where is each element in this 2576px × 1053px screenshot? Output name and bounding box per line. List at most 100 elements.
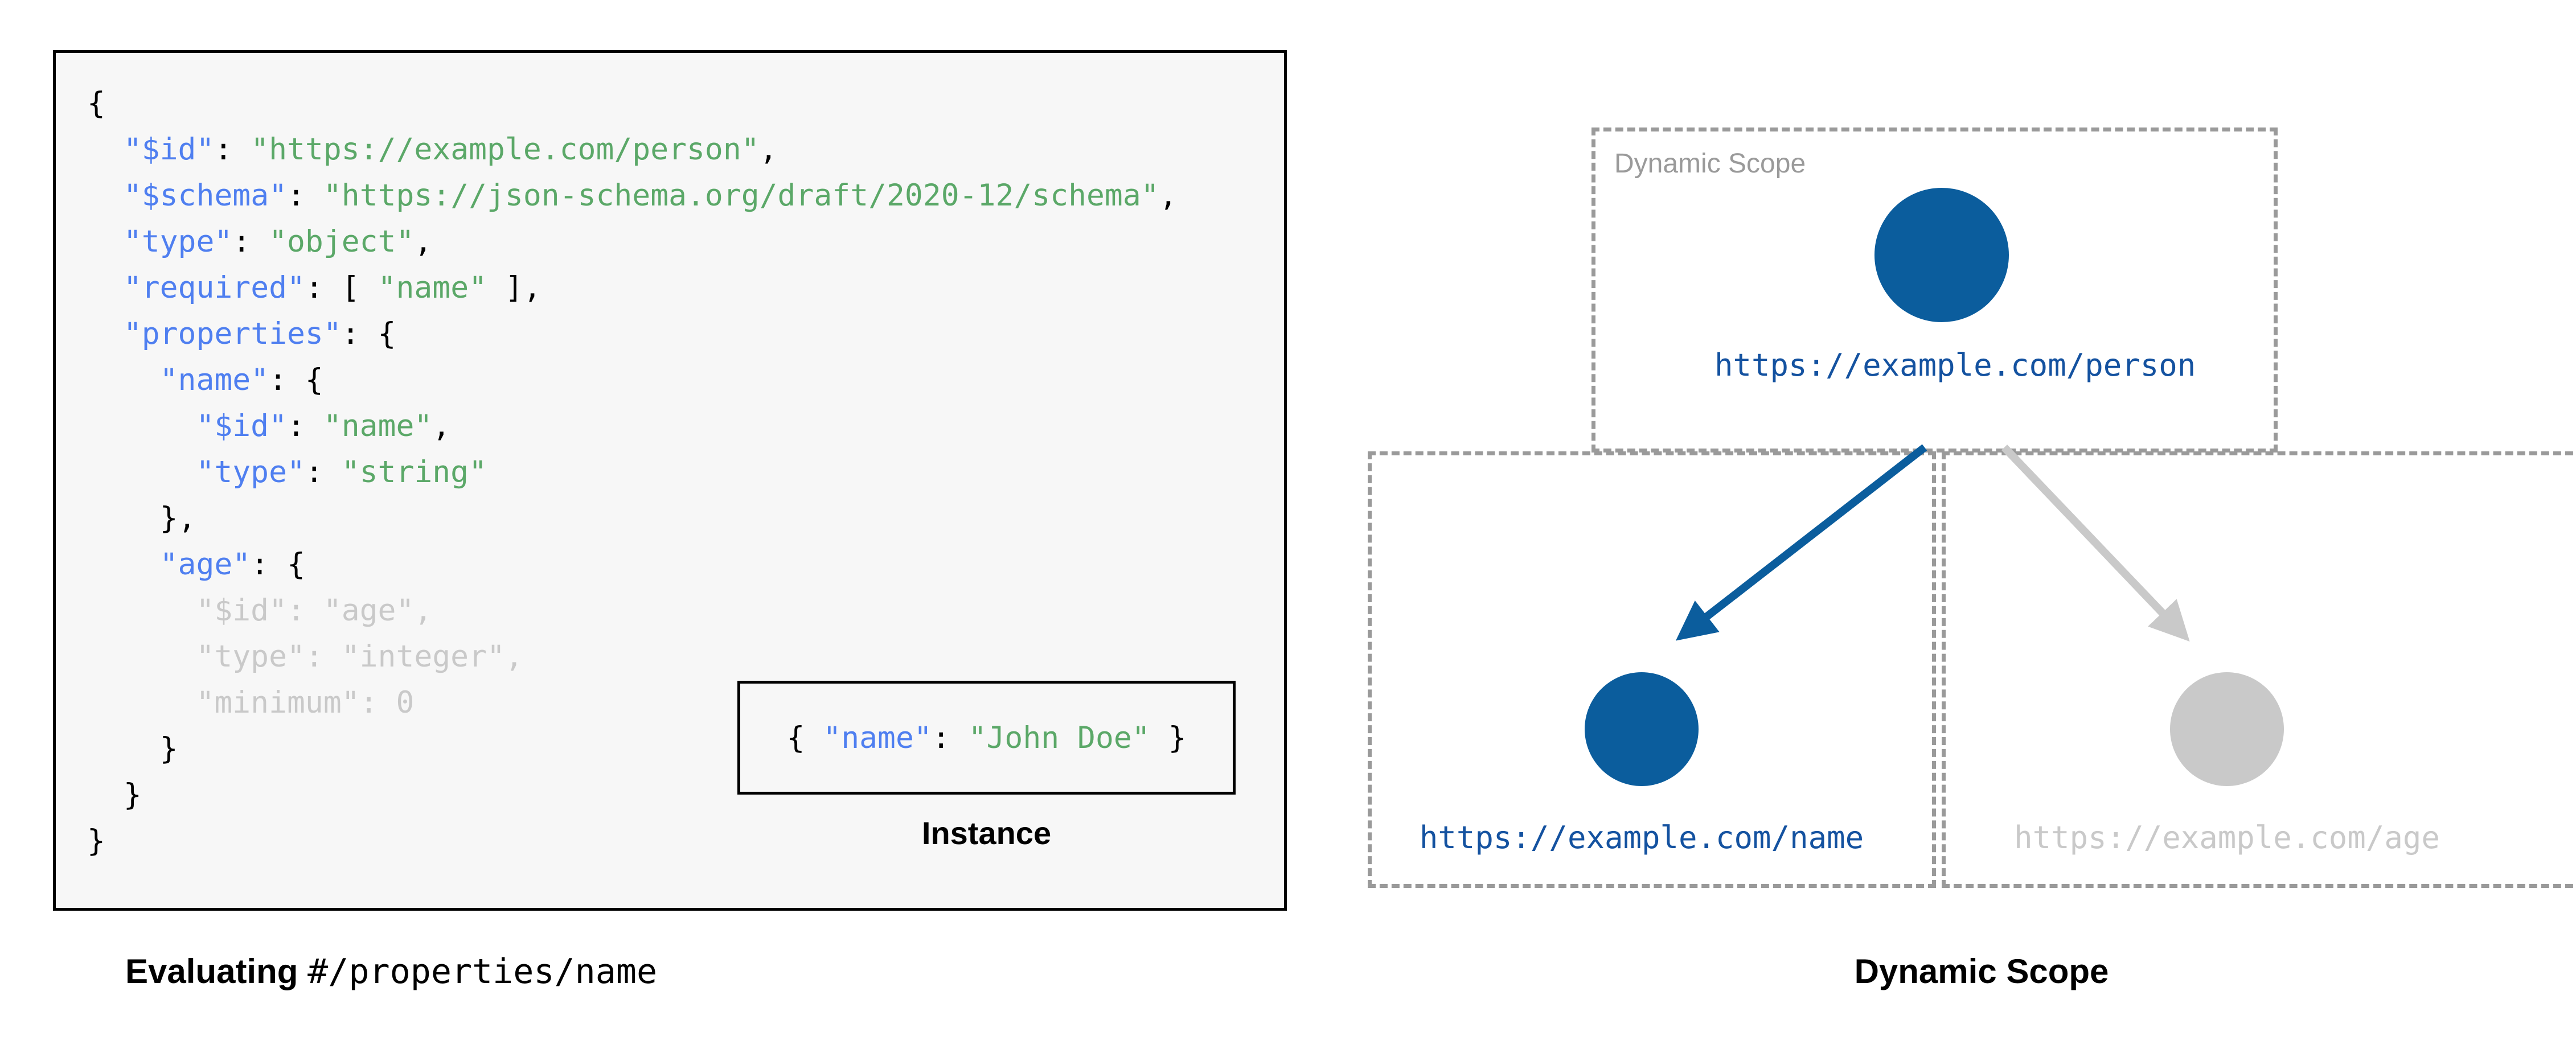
code-line: "$id": "https://example.com/person", (87, 126, 1178, 172)
code-token: "minimum" (196, 685, 360, 720)
code-token: : (287, 409, 323, 443)
code-token: } (1150, 720, 1187, 755)
code-line: } (87, 818, 1178, 864)
code-indent (87, 178, 124, 213)
code-token: , (414, 593, 433, 628)
code-token: { (786, 720, 823, 755)
code-token: : { (269, 363, 323, 397)
code-token: "John Doe" (968, 720, 1150, 755)
code-token: : (305, 639, 342, 674)
code-token: : (932, 720, 969, 755)
code-indent (87, 132, 124, 167)
code-line: } (87, 726, 1178, 772)
code-token: "$id" (123, 132, 215, 167)
code-indent (87, 731, 160, 766)
node-name (1585, 672, 1699, 786)
node-age (2170, 672, 2284, 786)
code-indent (87, 501, 160, 536)
code-token: "type" (123, 224, 233, 259)
code-line: "minimum": 0 (87, 680, 1178, 726)
code-token: , (1159, 178, 1178, 213)
node-person-label: https://example.com/person (1714, 347, 2196, 383)
dynamic-scope-caption: Dynamic Scope (1854, 952, 2109, 990)
code-token: }, (159, 501, 196, 536)
code-token: : 0 (359, 685, 415, 720)
code-token: "string" (341, 455, 487, 490)
code-line: }, (87, 495, 1178, 541)
code-line: "age": { (87, 541, 1178, 587)
code-token: "$id" (196, 409, 287, 443)
code-token: "type" (196, 639, 305, 674)
code-line: "type": "integer", (87, 634, 1178, 680)
code-indent (87, 778, 124, 812)
node-person (1874, 188, 2009, 322)
code-token: , (759, 132, 778, 167)
schema-code-panel: { "$id": "https://example.com/person", "… (53, 50, 1287, 911)
code-indent (87, 593, 196, 628)
evaluating-caption-pointer: #/properties/name (307, 952, 658, 992)
code-token: : (287, 178, 323, 213)
code-token: : { (251, 547, 305, 582)
node-name-label: https://example.com/name (1419, 820, 1864, 855)
code-token: "$schema" (123, 178, 288, 213)
code-token: "required" (123, 270, 305, 305)
scope-box-root-label: Dynamic Scope (1614, 149, 1806, 179)
code-indent (87, 224, 124, 259)
code-token: } (87, 824, 105, 858)
code-line: "properties": { (87, 311, 1178, 357)
code-token: } (159, 731, 178, 766)
code-token: , (504, 639, 523, 674)
code-token: : { (341, 316, 396, 351)
code-token: ], (487, 270, 542, 305)
code-token: "age" (323, 593, 415, 628)
code-token: "name" (323, 409, 433, 443)
code-token: "name" (159, 363, 269, 397)
code-line: } (87, 772, 1178, 818)
code-token: : (232, 224, 269, 259)
code-token: "properties" (123, 316, 342, 351)
code-token: "name" (378, 270, 487, 305)
code-token: "https://example.com/person" (251, 132, 760, 167)
code-line: "name": { (87, 357, 1178, 403)
code-token: "type" (196, 455, 305, 490)
scope-box-name (1368, 451, 1936, 888)
scope-box-root (1591, 127, 2278, 453)
code-token: : (214, 132, 251, 167)
code-line: "$id": "age", (87, 587, 1178, 634)
code-line: "type": "string" (87, 449, 1178, 495)
code-token: } (123, 778, 142, 812)
code-indent (87, 639, 196, 674)
code-token: , (414, 224, 433, 259)
code-indent (87, 685, 196, 720)
code-indent (87, 270, 124, 305)
evaluating-caption: Evaluating #/properties/name (125, 952, 657, 992)
code-token: : [ (305, 270, 378, 305)
evaluating-caption-prefix: Evaluating (125, 952, 298, 990)
code-line: { (87, 80, 1178, 126)
code-line: "$schema": "https://json-schema.org/draf… (87, 172, 1178, 219)
code-token: "age" (159, 547, 251, 582)
code-token: "integer" (341, 639, 505, 674)
code-token: "https://json-schema.org/draft/2020-12/s… (323, 178, 1159, 213)
code-token: "name" (823, 720, 932, 755)
dynamic-scope-diagram: Dynamic Scope https://example.com/person… (1355, 85, 2576, 939)
code-token: : (287, 593, 323, 628)
instance-caption: Instance (921, 815, 1052, 851)
code-indent (87, 409, 196, 443)
instance-box: { "name": "John Doe" } (737, 681, 1236, 795)
code-token: : (305, 455, 342, 490)
code-indent (87, 455, 196, 490)
code-token: "object" (269, 224, 415, 259)
code-token: , (432, 409, 451, 443)
instance-json-code: { "name": "John Doe" } (786, 721, 1186, 755)
schema-json-code: { "$id": "https://example.com/person", "… (87, 80, 1178, 864)
code-token: "$id" (196, 593, 287, 628)
scope-box-age (1942, 451, 2576, 888)
code-line: "type": "object", (87, 219, 1178, 265)
code-line: "required": [ "name" ], (87, 265, 1178, 311)
node-age-label: https://example.com/age (2014, 820, 2440, 855)
code-line: "$id": "name", (87, 403, 1178, 449)
code-token: { (87, 86, 105, 121)
code-indent (87, 547, 160, 582)
code-indent (87, 363, 160, 397)
